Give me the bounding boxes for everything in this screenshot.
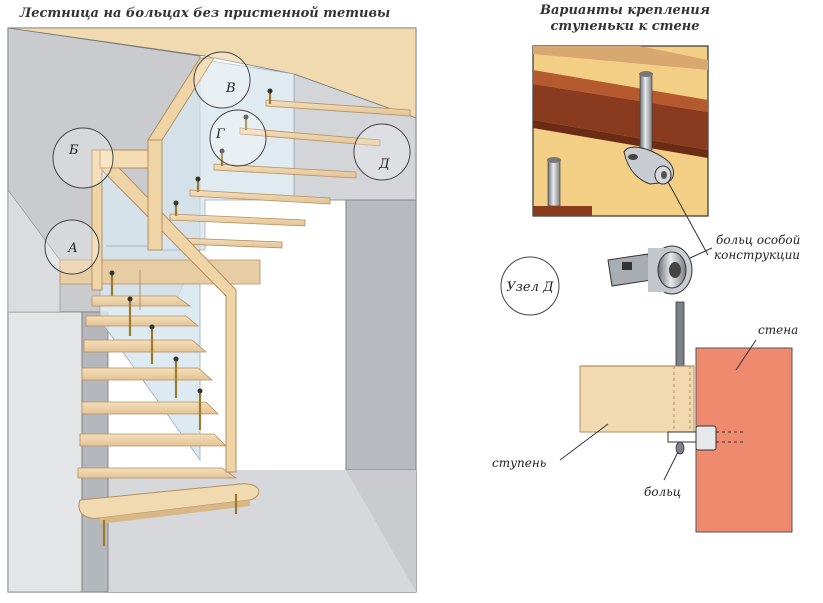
- handrail: [91, 57, 237, 473]
- step-section: [559, 365, 695, 461]
- callout-b: Б: [68, 143, 79, 158]
- right-title-line2: ступеньки к стене: [550, 19, 699, 34]
- label-step: ступень: [492, 456, 546, 470]
- special-bolt: [607, 245, 713, 295]
- callout-a: А: [67, 241, 78, 256]
- callout-v: В: [225, 81, 236, 96]
- detail-inset: [532, 45, 709, 256]
- callout-g: Г: [215, 127, 225, 142]
- node-d-circle: [500, 256, 560, 316]
- bolt-heads: [109, 88, 273, 394]
- bolt-posts: [102, 92, 272, 546]
- label-special-bolt-line1: больц особой: [716, 233, 800, 247]
- vertical-rod: [675, 301, 685, 367]
- lower-flight-steps: [77, 295, 260, 524]
- label-bolt: больц: [644, 485, 681, 499]
- callouts: А Б В Г Д: [44, 51, 411, 275]
- label-special-bolt-line2: конструкции: [714, 248, 800, 262]
- left-title: Лестница на больцах без пристенной тетив…: [19, 6, 391, 21]
- callout-d: Д: [378, 157, 390, 172]
- wall-bolt: [663, 425, 746, 481]
- node-d-label: Узел Д: [506, 280, 554, 295]
- right-title-line1: Варианты крепления: [539, 3, 710, 18]
- label-wall: стена: [758, 323, 798, 337]
